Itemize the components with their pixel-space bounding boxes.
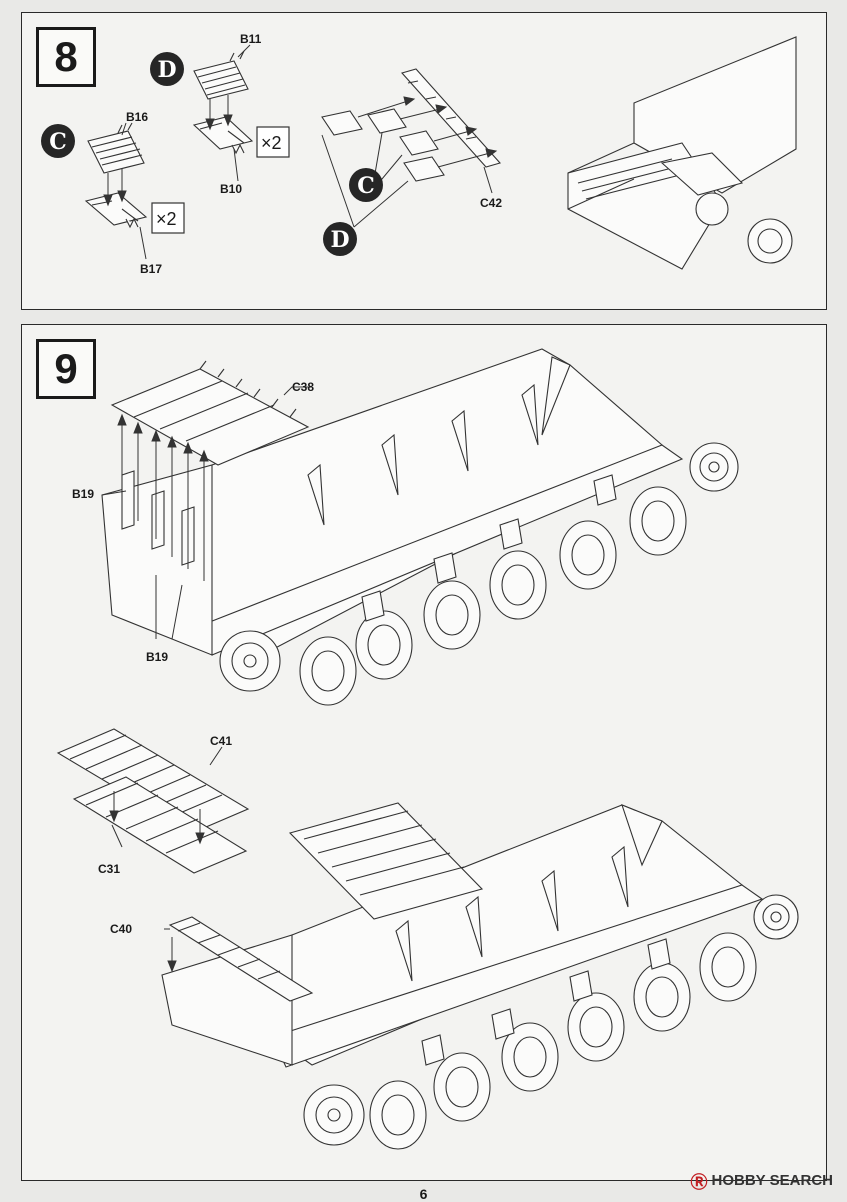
label-b17: B17 [140, 262, 162, 276]
arrow-b16-b17 [103, 169, 127, 207]
lower-c40-grille [168, 916, 314, 1002]
callout-leader-lines [121, 44, 635, 260]
part-b16 [87, 122, 145, 174]
sprue-d-badge-2 [323, 222, 357, 256]
label-b19-top: B19 [72, 487, 94, 501]
upper-wheels [219, 442, 739, 706]
label-c42: C42 [480, 196, 502, 210]
hull-side-detail [567, 36, 797, 270]
qty-box-b17 [151, 202, 185, 234]
label-b11: B11 [240, 32, 262, 46]
step-8-drawing: B11 B16 B10 B17 C42 ×2 ×2 C D C D [41, 32, 797, 276]
lower-wheels [303, 894, 799, 1150]
part-c42 [401, 68, 501, 168]
sprue-c-letter-2: C [357, 173, 375, 199]
part-b17 [84, 192, 148, 229]
label-b19-bottom: B19 [146, 650, 168, 664]
qty-b17: ×2 [156, 209, 177, 229]
sprue-c-badge-2 [349, 168, 383, 202]
step-8-number: 8 [36, 27, 96, 87]
lower-rear-grille [288, 802, 484, 920]
part-b11 [193, 50, 249, 100]
sprue-c-badge [41, 124, 75, 158]
watermark: Ⓡ HOBBY SEARCH [690, 1168, 833, 1193]
watermark-suffix: SEARCH [769, 1172, 833, 1189]
label-b16: B16 [126, 110, 148, 124]
arrows-upper-b19 [117, 413, 209, 581]
watermark-mark: Ⓡ [690, 1173, 708, 1192]
step-9-number: 9 [36, 339, 96, 399]
sprue-d-badge [150, 52, 184, 86]
qty-box-b10 [256, 126, 290, 158]
upper-c38-deck [110, 360, 310, 466]
clip-parts [321, 108, 445, 182]
label-b10: B10 [220, 182, 242, 196]
sprue-d-letter: D [157, 57, 176, 83]
part-b10 [192, 116, 254, 155]
label-c41: C41 [210, 734, 232, 748]
leader-lines-step9 [101, 386, 312, 973]
part-c31 [72, 776, 248, 874]
arrow-b11-b10 [205, 95, 233, 131]
label-c31: C31 [98, 862, 120, 876]
step-9-drawing: C38 B19 B19 C41 C31 C40 [56, 348, 799, 1150]
watermark-brand: HOBBY [711, 1172, 766, 1189]
step-8-panel: 8 [21, 12, 827, 310]
sprue-c-letter: C [49, 129, 67, 155]
sprue-d-letter-2: D [330, 227, 349, 253]
label-c38: C38 [292, 380, 314, 394]
label-c40: C40 [110, 922, 132, 936]
step-9-panel: 9 [21, 324, 827, 1181]
qty-b10: ×2 [261, 133, 282, 153]
arrow-clips-c42 [357, 96, 498, 168]
page-number: 6 [419, 1186, 428, 1202]
